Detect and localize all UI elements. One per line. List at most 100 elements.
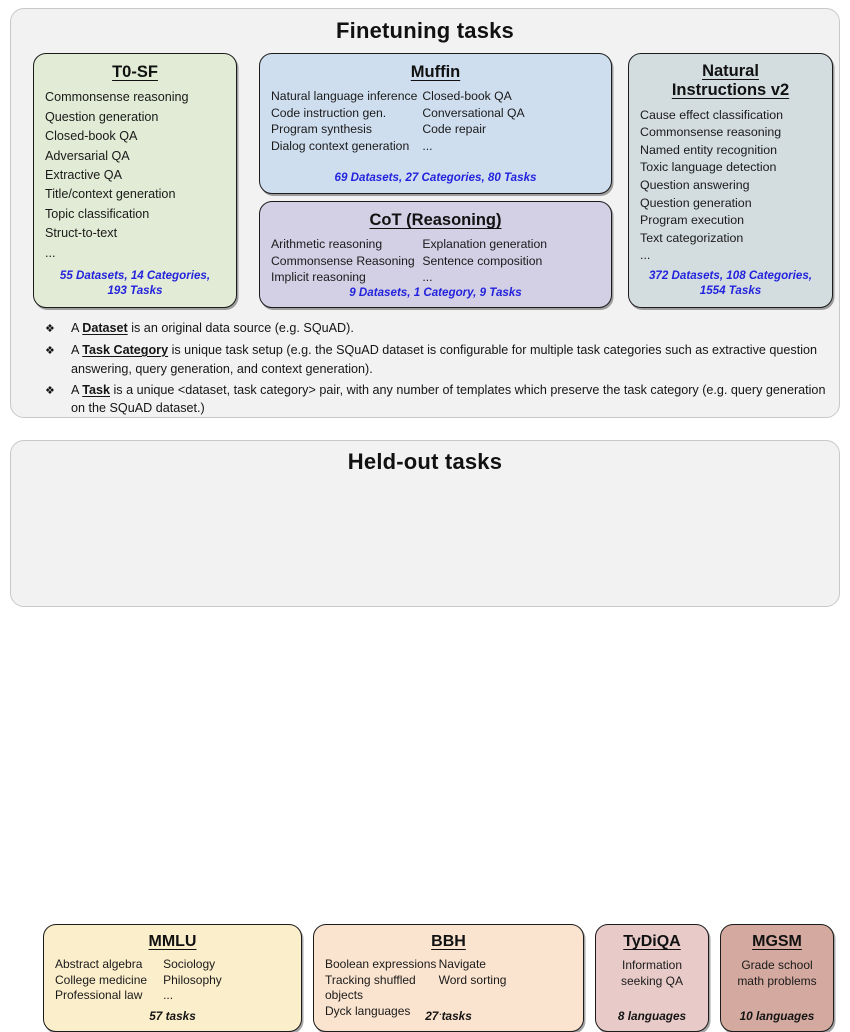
definition-term: Dataset (82, 321, 128, 335)
list-item-ellipsis: ... (422, 270, 433, 285)
list-item: Question answering (640, 177, 750, 192)
list-item: Title/context generation (45, 187, 176, 202)
list-item: Struct-to-text (45, 226, 118, 241)
list-item: Question generation (640, 195, 752, 210)
list-row: College medicine Philosophy (55, 973, 290, 989)
list-item: Conversational QA (422, 105, 525, 120)
definition-text-task-category: A Task Category is unique task setup (e.… (71, 341, 835, 378)
task-list-mmlu: Abstract algebra Sociology College medic… (55, 957, 290, 1004)
list-row: Implicit reasoning ... (271, 269, 600, 286)
list-item: Code instruction gen. (271, 105, 387, 120)
card-title-mgsm: MGSM (752, 933, 802, 950)
list-item: math problems (737, 974, 817, 989)
list-item: Dialog context generation (271, 139, 410, 154)
card-mgsm: MGSM Grade school math problems 10 langu… (720, 924, 834, 1032)
definition-term: Task (82, 382, 110, 397)
card-title-t0-sf: T0-SF (112, 63, 158, 81)
definition-prefix: A (71, 382, 83, 397)
card-title-natural-instructions-v2: Natural Instructions v2 (640, 62, 821, 101)
list-item: Information (621, 957, 683, 972)
definition-body: is unique task setup (e.g. the SQuAD dat… (71, 343, 818, 376)
list-row: Boolean expressions Navigate (325, 957, 572, 973)
definition-text-task: A Task is a unique <dataset, task catego… (71, 381, 835, 418)
definition-body: is an original data source (e.g. SQuAD). (127, 321, 354, 335)
list-item: Professional law (55, 988, 143, 1003)
task-list-cot: Arithmetic reasoning Explanation generat… (271, 236, 600, 286)
stat-muffin: 69 Datasets, 27 Categories, 80 Tasks (334, 170, 537, 184)
list-item: Philosophy (163, 972, 222, 987)
list-item: Commonsense Reasoning (271, 253, 415, 268)
stat-mgsm: 10 languages (739, 1008, 815, 1023)
task-list-mgsm: Grade school math problems (732, 957, 822, 990)
card-natural-instructions-v2: Natural Instructions v2 Cause effect cla… (628, 53, 833, 308)
list-item: Natural language inference (271, 89, 418, 104)
held-out-tasks-section: Held-out tasks MMLU Abstract algebra Soc… (10, 440, 840, 1032)
list-item: Named entity recognition (640, 142, 778, 157)
list-item: Text categorization (640, 230, 744, 245)
definition-prefix: A (71, 343, 83, 358)
list-item: Program synthesis (271, 122, 372, 137)
card-title-cot-reasoning: CoT (Reasoning) (369, 211, 502, 229)
card-mmlu: MMLU Abstract algebra Sociology College … (43, 924, 302, 1032)
list-item: Boolean expressions (325, 956, 437, 971)
list-item: Program execution (640, 213, 744, 228)
held-out-section-title: Held-out tasks (347, 449, 503, 474)
card-bbh: BBH Boolean expressions Navigate Trackin… (313, 924, 584, 1032)
definition-term: Task Category (82, 343, 169, 358)
list-item: Tracking shuffled objects (325, 972, 416, 1003)
card-title-tydiqa: TyDiQA (623, 933, 681, 950)
list-item: Implicit reasoning (271, 270, 366, 285)
card-title-bbh: BBH (431, 933, 466, 950)
finetuning-section-title: Finetuning tasks (336, 18, 514, 43)
card-title-muffin: Muffin (410, 63, 461, 81)
diamond-bullet-icon: ❖ (45, 323, 55, 335)
stat-line: 55 Datasets, 14 Categories, (59, 269, 211, 282)
task-list-tydiqa: Information seeking QA (607, 957, 697, 990)
list-item: Toxic language detection (640, 160, 777, 175)
list-item: Adversarial QA (45, 148, 130, 163)
list-item: Commonsense reasoning (45, 90, 189, 105)
list-item: Abstract algebra (55, 956, 143, 971)
card-t0-sf: T0-SF Commonsense reasoning Question gen… (33, 53, 237, 308)
definition-row-task: ❖ A Task is a unique <dataset, task cate… (45, 381, 835, 418)
list-row: Abstract algebra Sociology (55, 957, 290, 973)
definition-row-dataset: ❖ A Dataset is an original data source (… (45, 319, 835, 339)
list-item-ellipsis: ... (45, 245, 56, 260)
card-tydiqa: TyDiQA Information seeking QA 8 language… (595, 924, 709, 1032)
task-list-muffin: Natural language inference Closed-book Q… (271, 88, 600, 154)
list-item: Navigate (438, 956, 486, 971)
stat-line: 1554 Tasks (699, 283, 762, 297)
diamond-bullet-icon: ❖ (45, 384, 55, 397)
definitions-list: ❖ A Dataset is an original data source (… (45, 319, 835, 420)
definition-text-dataset: A Dataset is an original data source (e.… (71, 319, 835, 339)
finetuning-tasks-section: Finetuning tasks T0-SF Commonsense reaso… (10, 8, 840, 418)
list-item: Word sorting (438, 972, 507, 987)
list-row: Commonsense Reasoning Sentence compositi… (271, 253, 600, 270)
list-row: Natural language inference Closed-book Q… (271, 88, 600, 105)
stat-line: 193 Tasks (107, 283, 163, 297)
stat-tydiqa: 8 languages (617, 1008, 687, 1023)
list-item-ellipsis: ... (422, 139, 433, 154)
task-list-natural-instructions-v2: Cause effect classification Commonsense … (640, 107, 821, 265)
task-list-t0-sf: Commonsense reasoning Question generatio… (45, 88, 225, 263)
list-item: Explanation generation (422, 237, 548, 252)
list-item: Cause effect classification (640, 107, 784, 122)
stat-bbh: 27 tasks (425, 1008, 472, 1023)
list-item: Grade school (741, 957, 813, 972)
list-item: Code repair (422, 122, 487, 137)
definition-prefix: A (71, 321, 83, 335)
list-item: Question generation (45, 109, 159, 124)
diamond-bullet-icon: ❖ (45, 345, 55, 358)
stat-cot: 9 Datasets, 1 Category, 9 Tasks (349, 285, 522, 299)
list-item: Topic classification (45, 206, 150, 221)
card-title-line: Instructions v2 (671, 81, 790, 100)
stat-t0-sf: 55 Datasets, 14 Categories, 193 Tasks (45, 269, 225, 298)
definition-row-task-category: ❖ A Task Category is unique task setup (… (45, 341, 835, 378)
card-muffin: Muffin Natural language inference Closed… (259, 53, 612, 194)
diagram-root: Finetuning tasks T0-SF Commonsense reaso… (10, 8, 840, 1032)
stat-line: 372 Datasets, 108 Categories, (648, 269, 813, 282)
list-item-ellipsis: ... (640, 248, 651, 263)
card-title-line: Natural (702, 62, 759, 80)
list-item: Commonsense reasoning (640, 125, 782, 140)
list-item: seeking QA (620, 974, 684, 989)
